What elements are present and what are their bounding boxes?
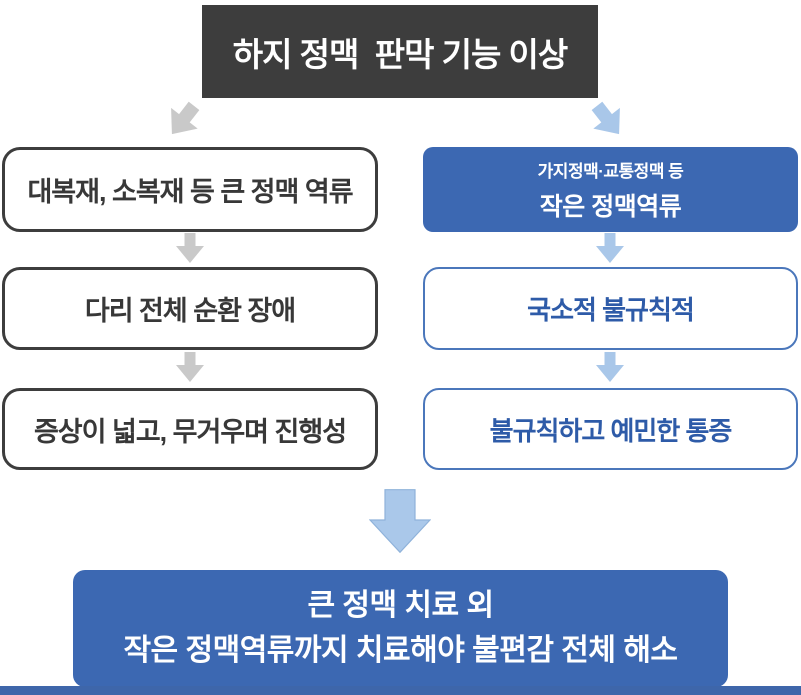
left-box-large-vein-reflux: 대복재, 소복재 등 큰 정맥 역류: [2, 147, 378, 232]
right-box-small-vein-reflux: 가지정맥·교통정맥 등 작은 정맥역류: [423, 147, 798, 232]
down-arrow-icon: [596, 352, 624, 382]
right-box-subtitle: 가지정맥·교통정맥 등: [537, 161, 684, 181]
down-arrow-icon: [176, 352, 204, 382]
left-box-label: 다리 전체 순환 장애: [84, 296, 296, 326]
down-arrow-icon: [596, 233, 624, 263]
down-arrow-icon: [176, 233, 204, 263]
title-text: 하지 정맥 판막 기능 이상: [232, 35, 568, 73]
right-box-title: 작은 정맥역류: [539, 192, 682, 221]
right-box-localized-irregular: 국소적 불규칙적: [423, 267, 798, 350]
left-box-circulation-disorder: 다리 전체 순환 장애: [2, 267, 378, 350]
left-box-label: 대복재, 소복재 등 큰 정맥 역류: [27, 177, 353, 207]
conclusion-line2: 작은 정맥역류까지 치료해야 불편감 전체 해소: [123, 633, 678, 667]
left-box-label: 증상이 넓고, 무거우며 진행성: [33, 416, 347, 447]
title-box: 하지 정맥 판막 기능 이상: [202, 5, 598, 98]
right-box-irregular-pain: 불규칙하고 예민한 통증: [423, 388, 798, 470]
tilted-down-right-arrow-icon: [584, 95, 633, 144]
right-box-label: 불규칙하고 예민한 통증: [489, 415, 733, 446]
bottom-edge-bar: [0, 686, 801, 695]
conclusion-box: 큰 정맥 치료 외 작은 정맥역류까지 치료해야 불편감 전체 해소: [73, 570, 728, 687]
tilted-down-left-arrow-icon: [159, 95, 208, 144]
left-box-symptoms-progressive: 증상이 넓고, 무거우며 진행성: [2, 388, 378, 470]
conclusion-line1: 큰 정맥 치료 외: [307, 589, 494, 623]
big-down-arrow-icon: [369, 489, 431, 553]
right-box-label: 국소적 불규칙적: [527, 295, 695, 325]
